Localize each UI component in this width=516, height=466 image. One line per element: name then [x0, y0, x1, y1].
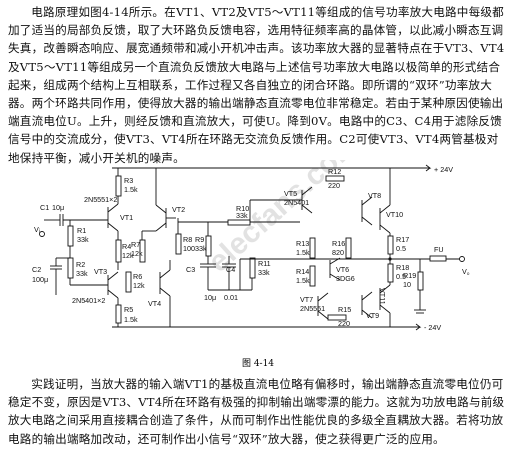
r12-value: 220 [328, 181, 340, 190]
c2-value: 100μ [32, 275, 48, 284]
pos-supply-label: + 24V [434, 165, 453, 174]
vt8-label: VT8 [368, 191, 381, 200]
r15-resistor [327, 314, 347, 321]
r8-resistor [175, 233, 182, 255]
paragraph-circuit-principle: 电路原理如图4-14所示。在VT1、VT2及VT5～VT11等组成的信号功率放大… [8, 5, 505, 165]
r19-label: R19 [403, 271, 416, 280]
r9-resistor [205, 235, 212, 257]
r3-resistor [115, 175, 122, 197]
r8-value: 100 [183, 244, 195, 253]
r10-value: 33k [236, 211, 248, 220]
r15-value: 220 [338, 319, 350, 328]
r16-resistor [345, 237, 352, 259]
r5-value: 1.5k [124, 315, 138, 324]
r12-resistor [325, 175, 345, 182]
r14-label: R14 [296, 267, 309, 276]
r7-resistor [139, 239, 146, 263]
vi-label: Vᵢ [34, 225, 40, 234]
neg-rail-arrow [410, 323, 422, 331]
r5-resistor [115, 304, 122, 324]
fuse-label: FU [434, 245, 444, 254]
r2-label: R2 [76, 260, 85, 269]
r10-label: R10 [236, 204, 249, 213]
r11-resistor [249, 257, 256, 279]
circuit-figure-4-14: elecfans.com + 24V - 24V C1 10μ Vᵢ R1 33… [32, 160, 474, 369]
r14-value: 1.5k [296, 276, 310, 285]
vt1-label: VT1 [120, 213, 133, 222]
r7-label: R7 [131, 240, 140, 249]
r16-label: R16 [332, 239, 345, 248]
vt11-label: VT11 [378, 288, 387, 305]
r2-value: 33k [76, 269, 88, 278]
r18-value: 0.5 [396, 272, 406, 281]
figure-caption: 图 4-14 [242, 358, 274, 369]
r2-resistor [67, 257, 74, 279]
r6-value: 12k [133, 281, 145, 290]
r19-value: 10 [403, 280, 411, 289]
r3-value: 1.5k [124, 185, 138, 194]
r5-label: R5 [124, 305, 133, 314]
r13-label: R13 [296, 239, 309, 248]
paragraph-practice-conclusion: 实践证明，当放大器的输入端VT1的基极直流电位略有偏移时，输出端静态直流零电位仍… [8, 377, 505, 446]
tr2-label: 2N5401×2 [72, 296, 105, 305]
vt10-label: VT10 [386, 210, 403, 219]
r11-label: R11 [258, 259, 271, 268]
vt6-part: 3DG6 [336, 274, 355, 283]
c3-value: 10μ [204, 293, 216, 302]
neg-supply-label: - 24V [424, 323, 441, 332]
vt7-label: VT7 [300, 295, 313, 304]
r19-resistor [417, 271, 424, 291]
vt5-label: VT5 [284, 189, 297, 198]
r9-label: R9 [195, 235, 204, 244]
r6-resistor [125, 271, 132, 293]
r4-label: R4 [122, 242, 131, 251]
r9-value: 33k [195, 244, 207, 253]
c2-label: C2 [32, 265, 41, 274]
r4-value: 12k [122, 251, 134, 260]
r11-value: 33k [258, 268, 270, 277]
r7-value: 12k [131, 249, 143, 258]
r15-label: R15 [338, 305, 351, 314]
r13-value: 1.5k [296, 248, 310, 257]
output-terminal [459, 256, 465, 262]
c3-label: C3 [186, 265, 195, 274]
r17-label: R17 [396, 235, 409, 244]
vt4-label: VT4 [148, 299, 161, 308]
fuse [429, 255, 447, 262]
vt6-label: VT6 [336, 265, 349, 274]
r1-value: 33k [77, 235, 89, 244]
vt9-label: VT9 [366, 311, 379, 320]
r3-label: R3 [124, 176, 133, 185]
c1-value: 10μ [52, 203, 64, 212]
r12-label: R12 [328, 167, 341, 176]
r18-label: R18 [396, 263, 409, 272]
r18-resistor [387, 263, 394, 283]
vt2-label: VT2 [172, 205, 185, 214]
vt5-part: 2N5401 [284, 198, 309, 207]
vt7-part: 2N5551 [300, 304, 325, 313]
r1-resistor [67, 225, 74, 247]
vo-label: V。 [462, 267, 474, 276]
r10-resistor [227, 219, 251, 226]
tr1-label: 2N5551×2 [84, 195, 117, 204]
c4-label: C4 [226, 265, 235, 274]
r17-value: 0.5 [396, 244, 406, 253]
r17-resistor [387, 235, 394, 255]
c1-label: C1 [40, 203, 49, 212]
r13-resistor [309, 237, 316, 259]
c4-value: 0.01 [224, 293, 238, 302]
r8-label: R8 [183, 235, 192, 244]
vt3-label: VT3 [94, 267, 107, 276]
pos-rail-arrow [420, 164, 432, 172]
r6-label: R6 [133, 272, 142, 281]
r4-resistor [115, 239, 122, 263]
r16-value: 820 [332, 248, 344, 257]
r14-resistor [309, 265, 316, 287]
r1-label: R1 [77, 226, 86, 235]
